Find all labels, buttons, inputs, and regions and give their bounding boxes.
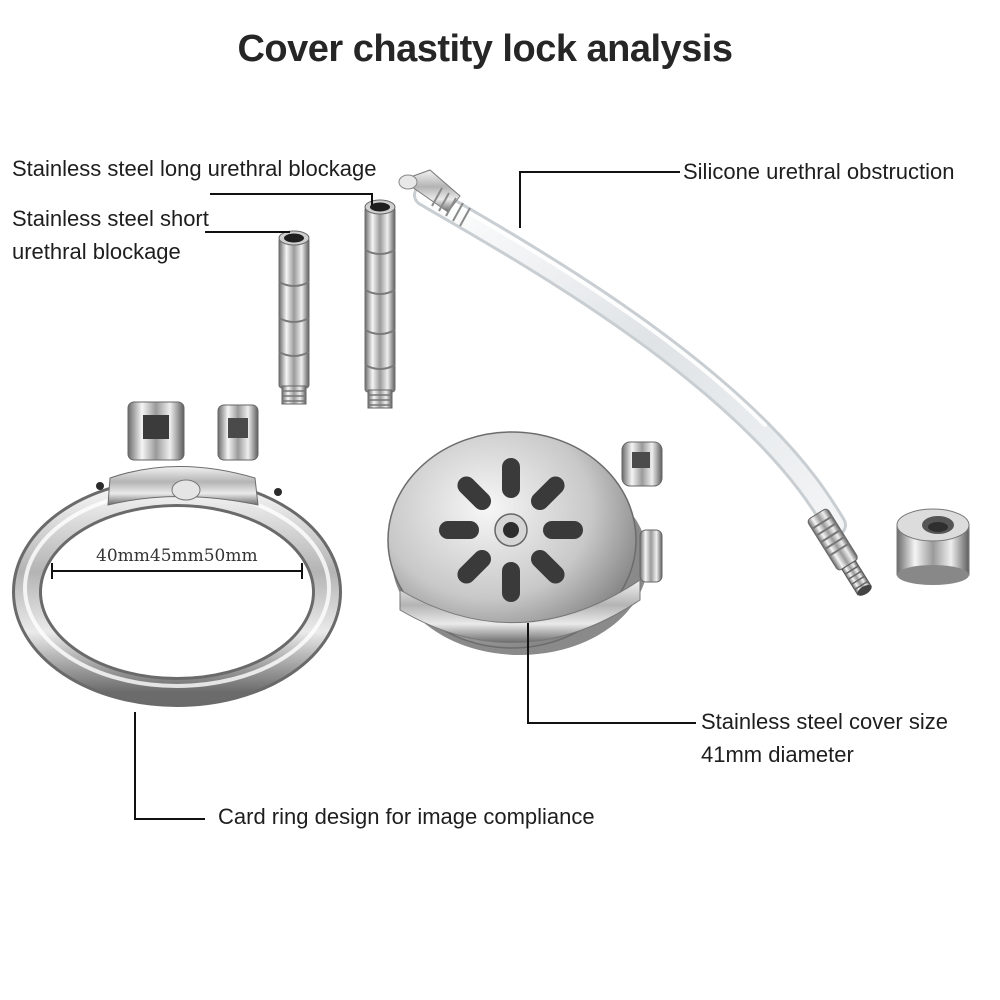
page-title: Cover chastity lock analysis xyxy=(237,28,733,70)
cover-disc-icon xyxy=(387,431,663,655)
label-long-blockage: Stainless steel long urethral blockage xyxy=(12,156,377,181)
silicone-tube-icon xyxy=(398,169,872,596)
leader-cover xyxy=(527,623,696,724)
ring-size-options: 40mm45mm50mm xyxy=(96,546,258,566)
long-steel-plug-icon xyxy=(364,199,396,409)
threaded-nut-icon xyxy=(896,508,970,585)
label-short-blockage-line1: Stainless steel short xyxy=(12,206,209,231)
leader-ring xyxy=(134,712,205,820)
label-cover-line1: Stainless steel cover size xyxy=(701,709,948,734)
label-silicone: Silicone urethral obstruction xyxy=(683,159,955,184)
label-cover-line2: 41mm diameter xyxy=(701,742,854,767)
short-steel-plug-icon xyxy=(278,230,310,405)
label-ring: Card ring design for image compliance xyxy=(218,804,595,829)
leader-lines xyxy=(134,171,696,820)
ring-measurement-line xyxy=(51,563,303,579)
card-ring-icon xyxy=(12,401,342,707)
label-short-blockage-line2: urethral blockage xyxy=(12,239,181,264)
leader-silicone xyxy=(519,171,680,228)
leader-long-blockage xyxy=(210,193,373,205)
